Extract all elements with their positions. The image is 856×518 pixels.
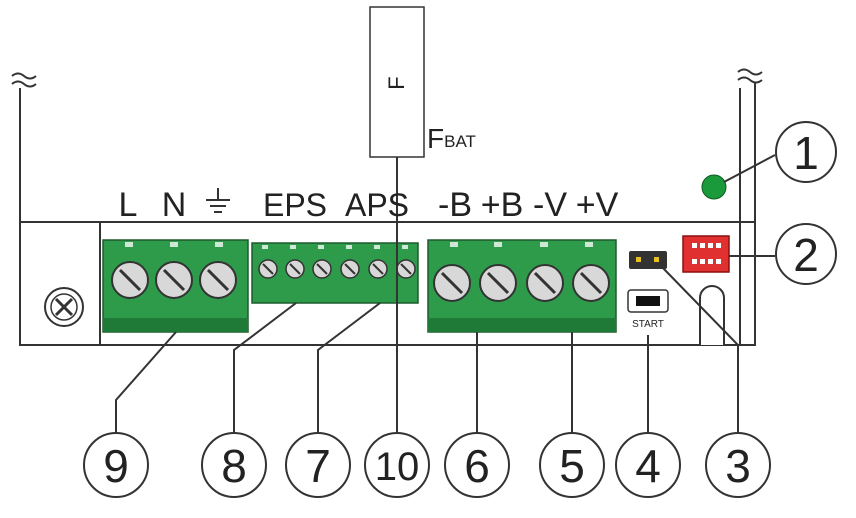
- svg-text:10: 10: [375, 445, 420, 489]
- start-label: START: [632, 319, 664, 330]
- callout-3: 3: [705, 432, 771, 498]
- callout-1: 1: [775, 121, 837, 183]
- callout-2: 2: [775, 223, 837, 285]
- label-neg-b: -B: [438, 186, 472, 224]
- label-pos-v: +V: [576, 186, 619, 224]
- start-button: [627, 289, 669, 313]
- svg-text:3: 3: [725, 440, 751, 492]
- screw-n: [155, 261, 193, 299]
- enclosure-outline: [11, 68, 763, 346]
- signal-terminal-block: [251, 242, 419, 304]
- dc-terminal-block: [427, 239, 617, 333]
- svg-text:2: 2: [793, 229, 819, 281]
- leader-lines: [115, 154, 776, 433]
- svg-text:6: 6: [464, 440, 490, 492]
- fuse-name: FBAT: [427, 123, 476, 154]
- callout-8: 8: [201, 432, 267, 498]
- label-neg-v: -V: [533, 186, 567, 224]
- jumper-icon: [629, 251, 667, 269]
- mounting-slot: [699, 285, 725, 345]
- svg-text:5: 5: [559, 440, 585, 492]
- svg-text:9: 9: [103, 440, 129, 492]
- battery-fuse: [369, 6, 425, 452]
- callout-6: 6: [444, 432, 510, 498]
- callout-9: 9: [83, 432, 149, 498]
- ground-icon: [206, 188, 230, 213]
- mounting-screw-icon: [44, 287, 84, 327]
- svg-text:8: 8: [221, 440, 247, 492]
- screw-l: [111, 261, 149, 299]
- svg-text:1: 1: [793, 127, 819, 179]
- callout-7: 7: [285, 432, 351, 498]
- label-n: N: [162, 186, 187, 224]
- screw-pe: [199, 261, 237, 299]
- label-eps: EPS: [263, 187, 327, 223]
- callout-5: 5: [539, 432, 605, 498]
- callout-10: 10: [364, 432, 430, 498]
- label-aps: APS: [345, 187, 409, 223]
- svg-text:7: 7: [305, 440, 331, 492]
- callout-4: 4: [615, 432, 681, 498]
- status-led: [701, 174, 727, 200]
- ac-terminal-block: [102, 239, 249, 333]
- svg-text:4: 4: [635, 440, 661, 492]
- red-connector-icon: [682, 235, 730, 273]
- fuse-label: F: [384, 76, 409, 89]
- label-pos-b: +B: [481, 186, 524, 224]
- label-l: L: [119, 186, 138, 224]
